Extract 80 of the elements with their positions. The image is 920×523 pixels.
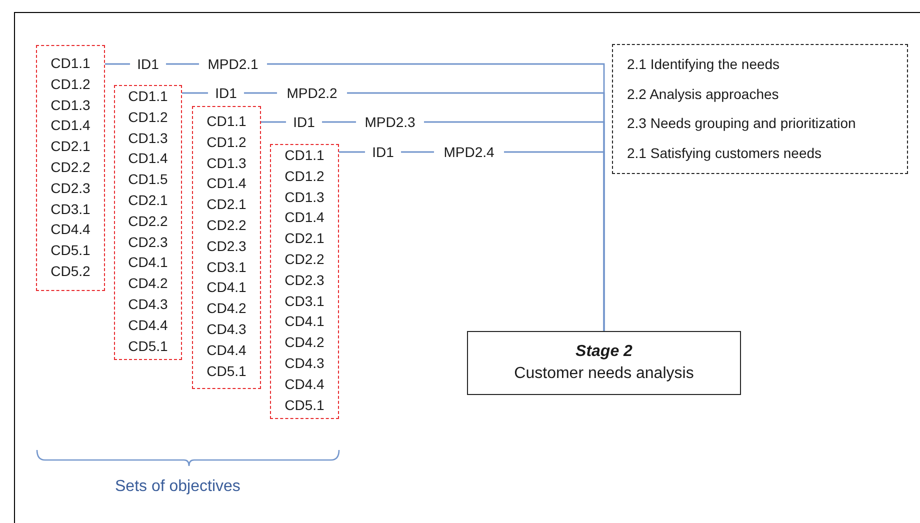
- objective-code: CD1.4: [206, 174, 246, 194]
- connector-line: [322, 121, 356, 123]
- objective-set-box: [36, 45, 105, 291]
- objective-code: CD4.1: [284, 312, 324, 332]
- objective-code: CD2.3: [50, 178, 90, 198]
- code-label: ID1: [286, 113, 322, 131]
- objective-code: CD4.2: [206, 299, 246, 318]
- objective-code: CD2.2: [128, 212, 168, 231]
- objective-code: CD1.5: [128, 170, 168, 190]
- objective-set-box: [192, 106, 261, 389]
- objective-code: CD2.2: [206, 216, 246, 236]
- objective-code: CD1.4: [50, 116, 90, 136]
- objective-code: CD1.4: [284, 208, 324, 228]
- objective-code: CD4.4: [284, 374, 324, 394]
- objective-code: CD2.3: [284, 270, 324, 290]
- connector-line: [504, 151, 605, 331]
- objective-code: CD1.3: [128, 128, 168, 148]
- objective-code: CD4.2: [128, 274, 168, 294]
- objective-code: CD3.1: [50, 200, 90, 219]
- connector-line: [166, 63, 199, 65]
- connector-line: [182, 92, 208, 94]
- objective-code: CD1.1: [206, 112, 246, 132]
- objective-code: CD1.2: [50, 74, 90, 94]
- objective-set-box: [114, 85, 182, 360]
- objective-code: CD4.3: [206, 320, 246, 340]
- objective-code: CD4.2: [284, 333, 324, 352]
- connector-line: [261, 121, 286, 123]
- objective-code: CD5.1: [284, 396, 324, 415]
- code-label: ID1: [130, 55, 166, 73]
- objective-code: CD3.1: [206, 258, 246, 277]
- code-label: MPD2.3: [356, 113, 424, 131]
- stage-box: [467, 331, 741, 395]
- connector-line: [339, 151, 365, 153]
- objective-code: CD1.1: [128, 87, 168, 106]
- objective-code: CD2.1: [206, 195, 246, 214]
- objective-code: CD4.4: [128, 316, 168, 335]
- objective-code: CD4.4: [206, 340, 246, 360]
- need-item: 2.2 Analysis approaches: [627, 84, 780, 104]
- objective-code: CD5.1: [206, 362, 246, 381]
- need-item: 2.1 Identifying the needs: [627, 55, 781, 74]
- objective-code: CD4.1: [206, 278, 246, 298]
- code-label: ID1: [365, 143, 401, 161]
- objective-code: CD2.2: [50, 158, 90, 178]
- objective-code: CD5.1: [50, 241, 90, 260]
- code-label: ID1: [208, 84, 244, 102]
- code-label: MPD2.4: [434, 143, 504, 161]
- connector-line: [401, 151, 434, 153]
- objective-code: CD1.3: [206, 154, 246, 173]
- objective-code: CD3.1: [284, 292, 324, 311]
- code-label: MPD2.1: [199, 55, 267, 73]
- objective-set-box: [270, 144, 339, 419]
- objective-code: CD1.3: [50, 96, 90, 115]
- objective-code: CD4.1: [128, 253, 168, 272]
- objective-code: CD2.3: [128, 232, 168, 252]
- brace-caption: Sets of objectives: [115, 478, 240, 496]
- objective-code: CD2.1: [128, 190, 168, 210]
- objective-code: CD4.3: [128, 294, 168, 314]
- objective-code: CD2.1: [50, 137, 90, 156]
- need-item: 2.3 Needs grouping and prioritization: [627, 114, 857, 133]
- objective-code: CD5.2: [50, 262, 90, 282]
- objective-code: CD1.4: [128, 149, 168, 168]
- objective-code: CD1.1: [284, 146, 324, 165]
- objective-code: CD1.2: [284, 166, 324, 186]
- needs-list-box: [612, 44, 908, 174]
- objective-code: CD2.1: [284, 229, 324, 248]
- objective-code: CD2.2: [284, 250, 324, 269]
- need-item: 2.1 Satisfying customers needs: [627, 144, 823, 163]
- objective-code: CD4.4: [50, 220, 90, 240]
- objective-code: CD1.3: [284, 188, 324, 207]
- objective-code: CD4.3: [284, 354, 324, 373]
- objective-code: CD2.3: [206, 236, 246, 256]
- stage-title: Stage 2: [576, 342, 632, 362]
- objective-code: CD5.1: [128, 336, 168, 356]
- objective-code: CD1.2: [206, 132, 246, 152]
- connector-line: [105, 63, 130, 65]
- objective-code: CD1.1: [50, 54, 90, 74]
- stage-description: Customer needs analysis: [514, 364, 694, 384]
- objective-code: CD1.2: [128, 108, 168, 127]
- code-label: MPD2.2: [277, 84, 347, 102]
- connector-line: [244, 92, 277, 94]
